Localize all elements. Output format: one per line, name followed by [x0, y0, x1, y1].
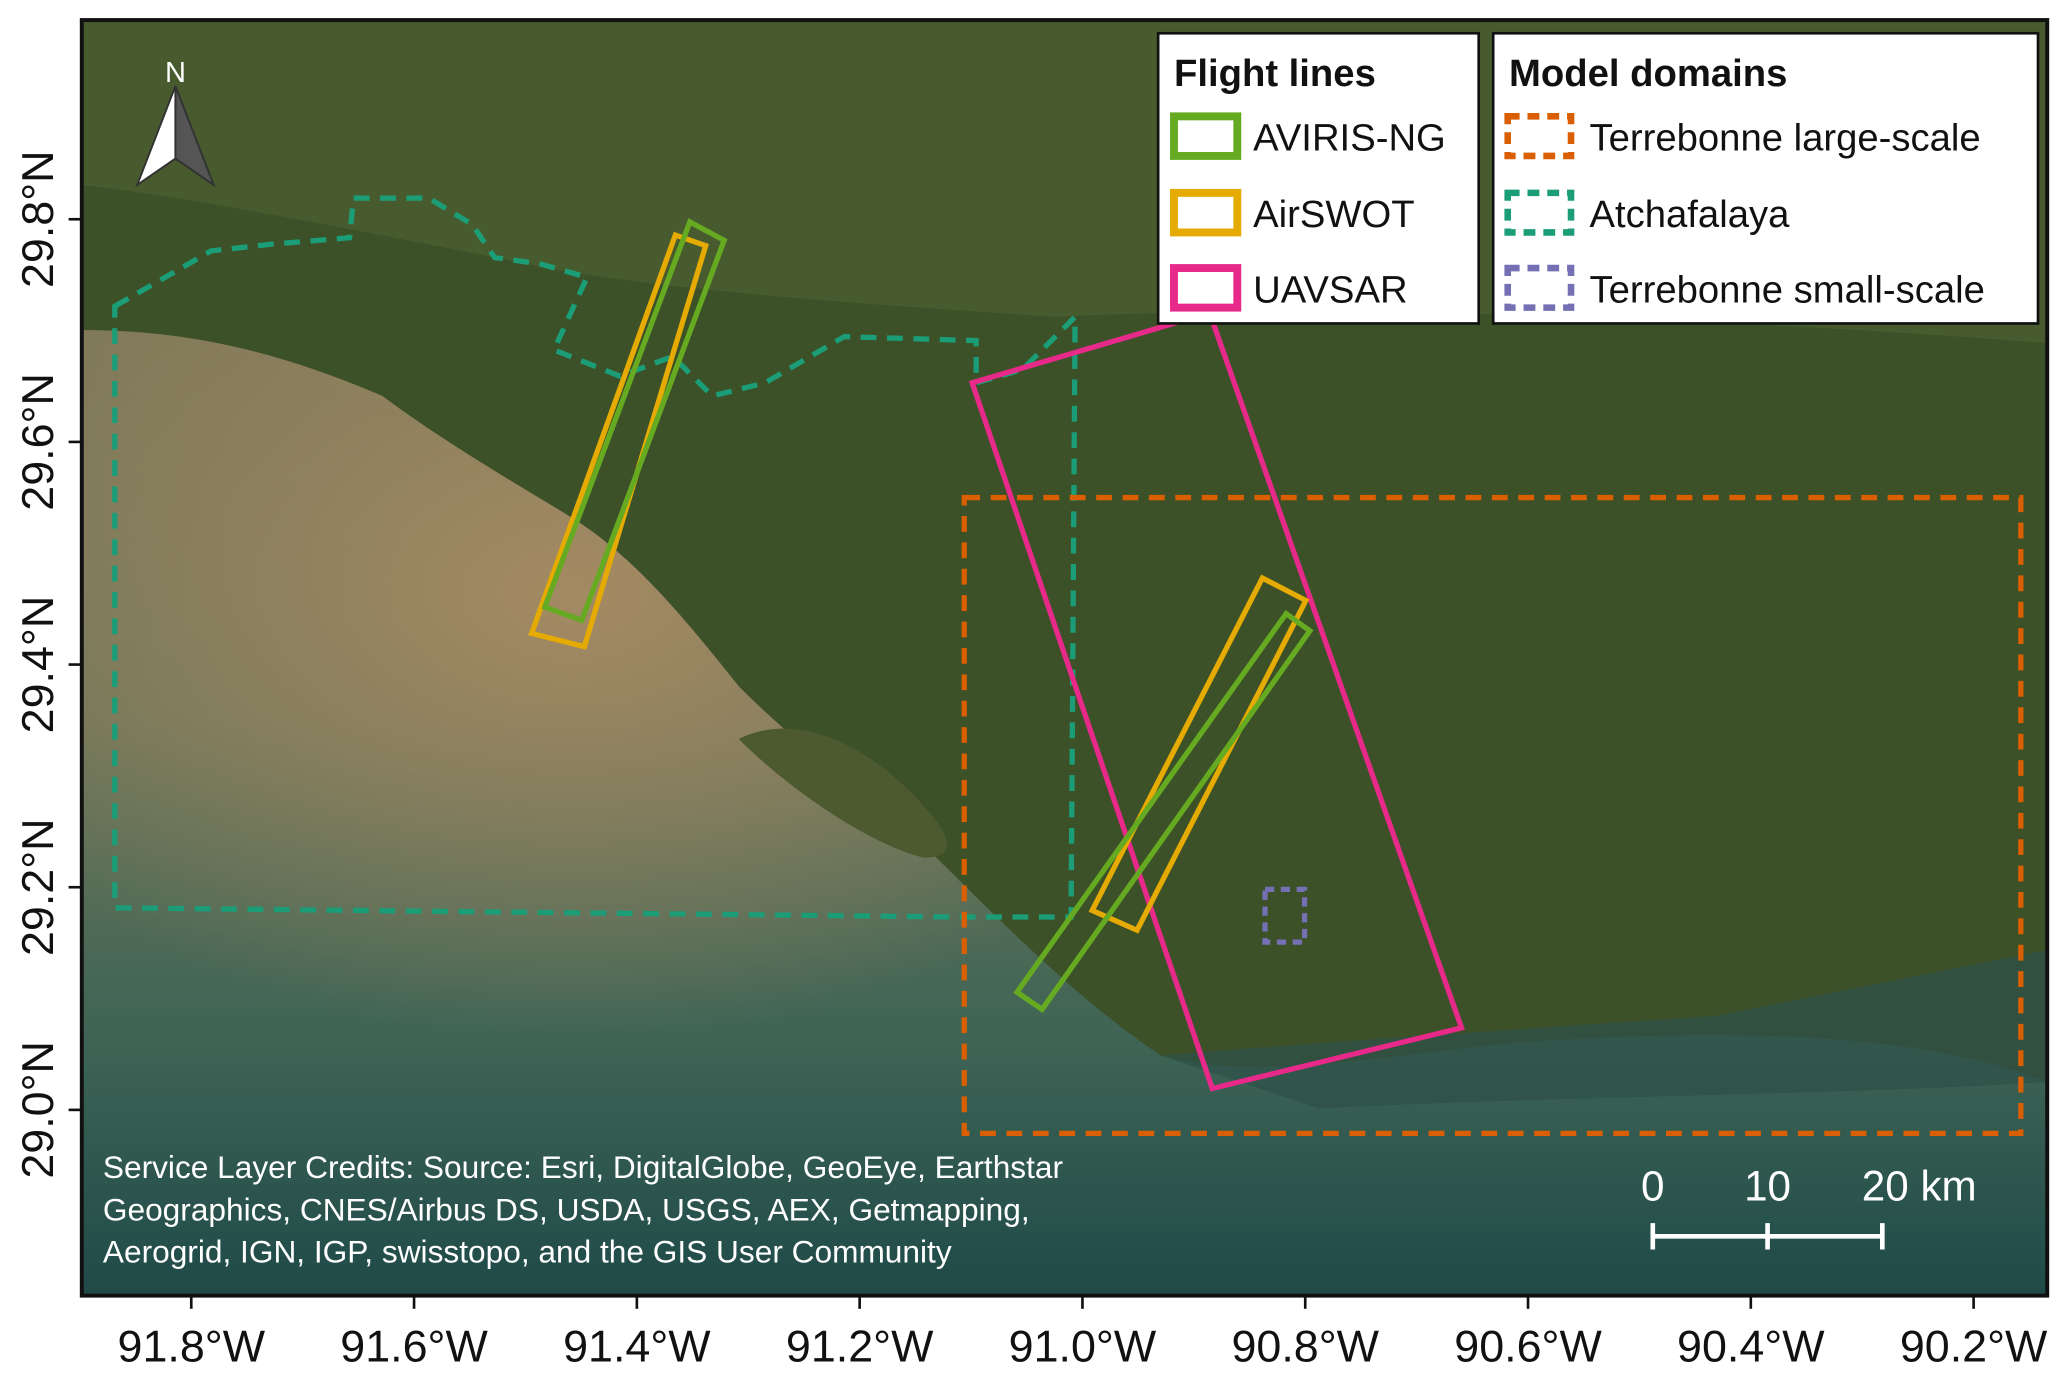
x-tick-label: 91.4°W: [563, 1321, 711, 1372]
airswot-flight-line-south: [1088, 574, 1310, 934]
legend-item-airswot: AirSWOT: [1253, 193, 1414, 236]
legend-flight-lines: Flight lines AVIRIS-NG AirSWOT UAVSAR: [1156, 31, 1481, 325]
x-tick-label: 90.8°W: [1231, 1321, 1379, 1372]
x-axis: 91.8°W 91.6°W 91.4°W 91.2°W 91.0°W 90.8°W 90.6…: [118, 1295, 2048, 1372]
x-tick-label: 91.0°W: [1009, 1321, 1157, 1372]
legend-domains-title: Model domains: [1509, 52, 1787, 95]
y-tick-label: 29.6°N: [12, 373, 63, 511]
legend-item-aviris: AVIRIS-NG: [1253, 117, 1446, 160]
legend-item-terrebonne-large: Terrebonne large-scale: [1589, 117, 1980, 160]
atchafalaya-domain: [112, 195, 1078, 920]
y-tick-label: 29.8°N: [12, 150, 63, 288]
terrebonne-small-domain: [1262, 886, 1308, 945]
aviris-flight-line-north: [541, 218, 728, 624]
map-frame: [79, 18, 2050, 1298]
terrebonne-large-domain: [961, 494, 2024, 1137]
airswot-flight-line-north: [528, 231, 709, 650]
legend-item-terrebonne-small: Terrebonne small-scale: [1589, 268, 1984, 311]
aviris-flight-line-south: [1013, 609, 1314, 1014]
x-tick-label: 91.6°W: [340, 1321, 488, 1372]
y-tick-label: 29.4°N: [12, 596, 63, 734]
x-tick-label: 90.4°W: [1677, 1321, 1825, 1372]
y-axis: 29.8°N 29.6°N 29.4°N 29.2°N 29.0°N: [12, 150, 82, 1179]
x-tick-label: 91.2°W: [786, 1321, 934, 1372]
x-tick-label: 90.6°W: [1454, 1321, 1602, 1372]
scale-label: 0: [1641, 1163, 1664, 1210]
x-tick-label: 90.2°W: [1900, 1321, 2048, 1372]
credit-line: Aerogrid, IGN, IGP, swisstopo, and the G…: [103, 1234, 952, 1270]
legend-flight-title: Flight lines: [1174, 52, 1376, 95]
credit-line: Geographics, CNES/Airbus DS, USDA, USGS,…: [103, 1191, 1030, 1227]
x-tick-label: 91.8°W: [118, 1321, 266, 1372]
north-label: N: [165, 57, 186, 89]
credit-line: Service Layer Credits: Source: Esri, Dig…: [103, 1149, 1064, 1185]
scale-label: 20 km: [1862, 1163, 1977, 1210]
north-arrow-icon: N: [135, 57, 216, 188]
legend-model-domains: Model domains Terrebonne large-scale Atc…: [1491, 31, 2040, 325]
service-credits: Service Layer Credits: Source: Esri, Dig…: [103, 1149, 1064, 1269]
y-tick-label: 29.2°N: [12, 818, 63, 956]
legend-item-atchafalaya: Atchafalaya: [1589, 193, 1790, 236]
legend-item-uavsar: UAVSAR: [1253, 268, 1407, 311]
uavsar-flight-line: [968, 309, 1465, 1092]
y-tick-label: 29.0°N: [12, 1041, 63, 1179]
scale-label: 10: [1744, 1163, 1791, 1210]
scale-bar: 0 10 20 km: [1641, 1163, 1977, 1250]
